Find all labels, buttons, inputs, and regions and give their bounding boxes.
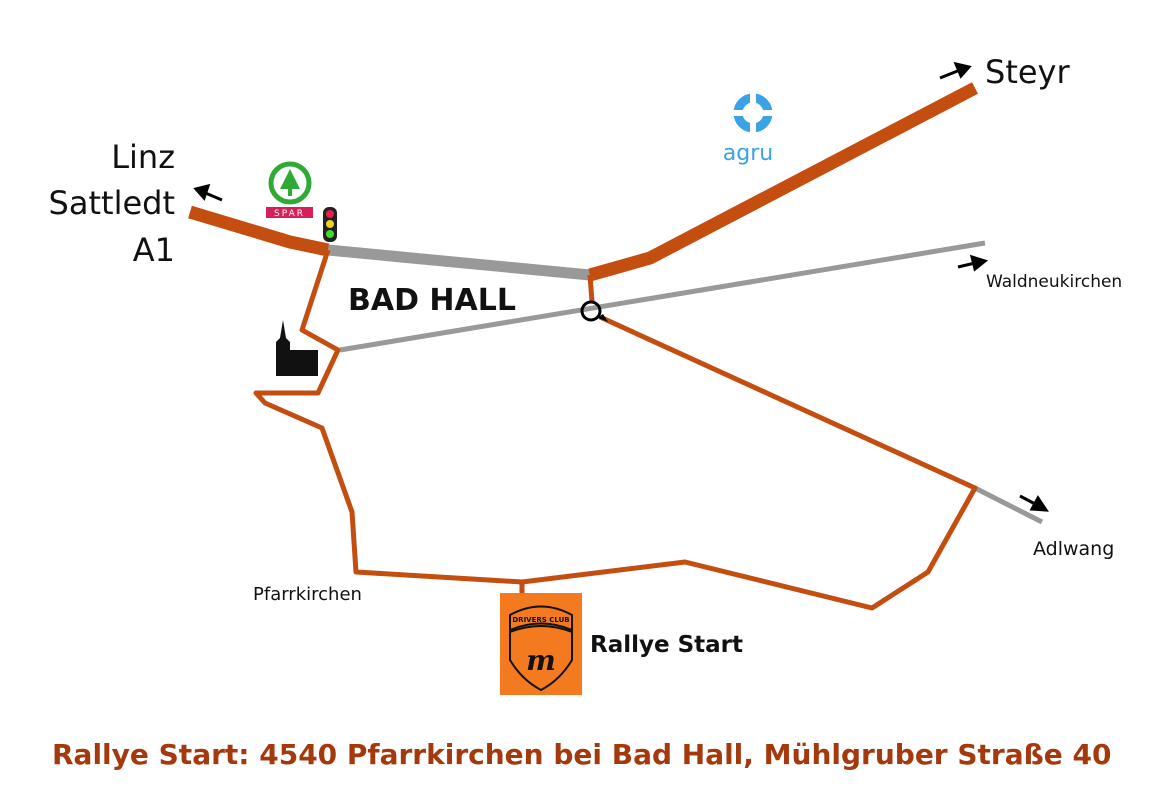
- svg-text:DRIVERS CLUB: DRIVERS CLUB: [512, 616, 569, 624]
- road-bad-hall-center: [327, 244, 591, 281]
- traffic-light-icon: [323, 207, 337, 242]
- footer-address: Rallye Start: 4540 Pfarrkirchen bei Bad …: [52, 738, 1112, 771]
- roundabout-icon: [580, 300, 608, 322]
- label-rallye-start: Rallye Start: [590, 632, 744, 658]
- road-adlwang: [973, 485, 1044, 525]
- label-adlwang: Adlwang: [1033, 538, 1115, 560]
- spar-logo: SPAR: [266, 161, 313, 219]
- svg-text:m: m: [526, 644, 556, 677]
- road-connector: [587, 274, 595, 303]
- svg-text:agru: agru: [723, 141, 773, 166]
- label-bad-hall: BAD HALL: [348, 283, 516, 318]
- label-a1: A1: [132, 231, 175, 269]
- road-a1-thick: [188, 205, 330, 257]
- label-sattledt: Sattledt: [48, 184, 175, 222]
- arrow-steyr-icon: [939, 61, 972, 80]
- agru-logo: agru: [712, 80, 782, 172]
- label-linz: Linz: [111, 138, 175, 176]
- label-waldneukirchen: Waldneukirchen: [986, 272, 1123, 292]
- label-steyr: Steyr: [985, 53, 1070, 91]
- svg-text:SPAR: SPAR: [274, 209, 305, 219]
- church-icon: [276, 320, 318, 376]
- arrow-waldneukirchen-icon: [957, 254, 989, 272]
- rally-route: [253, 249, 978, 611]
- drivers-club-logo: DRIVERS CLUB m: [500, 593, 582, 695]
- road-steyr-thick: [588, 82, 979, 282]
- label-pfarrkirchen: Pfarrkirchen: [253, 584, 362, 605]
- road-waldneukirchen: [339, 240, 986, 353]
- arrow-linz-icon: [193, 183, 223, 202]
- arrow-adlwang-icon: [1019, 494, 1049, 512]
